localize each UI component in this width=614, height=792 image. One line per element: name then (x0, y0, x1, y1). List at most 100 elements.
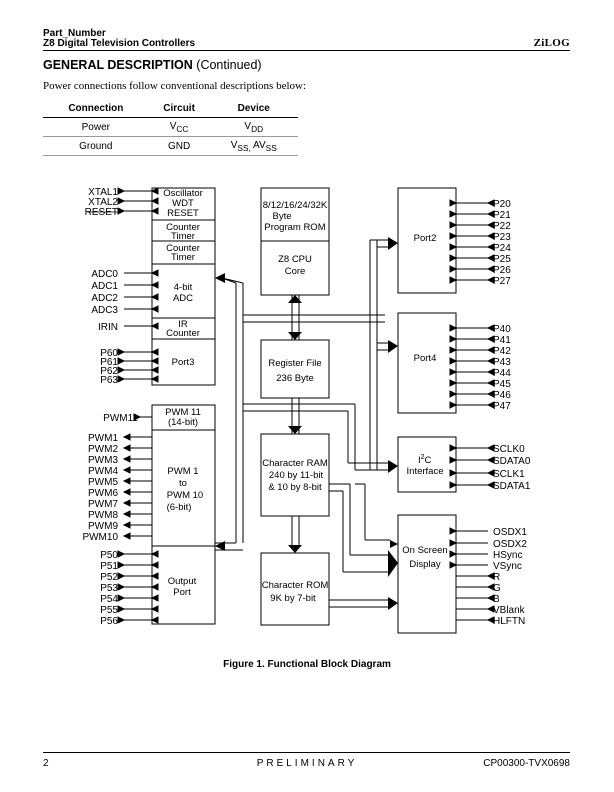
pin-b: B (493, 594, 500, 605)
cell-device-sub: DD (251, 124, 264, 134)
pin-arrow-p43 (449, 357, 495, 365)
pin-p43: P43 (493, 357, 511, 368)
part-number: Part_Number (43, 28, 106, 39)
pin-arrow-pwm8 (122, 510, 152, 518)
pin-arrow-p46 (449, 390, 495, 398)
pin-arrow-p61 (117, 357, 159, 365)
pin-arrow-p62 (117, 366, 159, 374)
oscillator-label: Oscillator (163, 188, 203, 199)
pin-arrow-hsync (449, 550, 488, 558)
pwm-bits-label: (6-bit) (167, 502, 192, 513)
pin-p40: P40 (493, 324, 511, 335)
document-number: CP00300-TVX0698 (483, 758, 570, 769)
cell-circuit-sub: CC (176, 124, 189, 134)
port2-block (397, 187, 457, 294)
section-title: GENERAL DESCRIPTION (43, 58, 193, 72)
pin-arrow-hlftn (456, 616, 495, 624)
register-size-label: 236 Byte (276, 373, 314, 384)
pin-arrow-p23 (449, 232, 495, 240)
cell-circuit: VCC (148, 117, 210, 137)
pin-p27: P27 (493, 276, 511, 287)
pin-arrow-p22 (449, 221, 495, 229)
cell-device: VDD (209, 117, 298, 137)
rom-byte-label: Byte (272, 211, 291, 222)
timer1-label: Timer (171, 231, 195, 242)
pin-arrow-osdx2 (449, 539, 488, 547)
pin-arrow-p21 (449, 210, 495, 218)
pin-p50: P50 (100, 550, 118, 561)
i2c-interface-label: Interface (407, 466, 444, 477)
pin-arrow-p44 (449, 368, 495, 376)
pin-sclk1: SCLK1 (493, 469, 525, 480)
char-ram-size2-label: & 10 by 8-bit (268, 482, 322, 493)
pin-p63: P63 (100, 375, 118, 386)
program-rom-label: Program ROM (264, 222, 325, 233)
wdt-label: WDT (172, 198, 194, 209)
pin-hsync: HSync (493, 550, 522, 561)
adc-bits-label: 4-bit (174, 282, 193, 293)
pin-arrow-sclk0 (449, 444, 495, 452)
ir-counter-label: Counter (166, 328, 200, 339)
cell-circuit: GND (148, 136, 210, 156)
i2c-block (397, 436, 457, 493)
port4-label: Port4 (414, 353, 437, 364)
pin-osdx1: OSDX1 (493, 527, 527, 538)
pin-g: G (493, 583, 501, 594)
cell-device-sub: SS, (237, 143, 251, 153)
pin-arrow-p20 (449, 199, 495, 207)
char-rom-size-label: 9K by 7-bit (270, 593, 316, 604)
preliminary-label: PRELIMINARY (256, 758, 358, 769)
pin-arrow-b (456, 594, 495, 602)
pin-arrow-pwm1 (122, 433, 152, 441)
pin-arrow-pwm11 (133, 413, 152, 421)
pin-arrow-osdx1 (449, 527, 488, 535)
page-number: 2 (43, 758, 49, 769)
pin-arrow-pwm7 (122, 499, 152, 507)
pin-arrow-p51 (117, 561, 159, 569)
pin-arrow-sdata1 (449, 481, 495, 489)
pin-p23: P23 (493, 232, 511, 243)
cell-device: VSS, AVSS (209, 136, 298, 156)
char-rom-label: Character ROM (262, 580, 329, 591)
pin-arrow-adc0 (124, 269, 159, 277)
pin-hlftn: HLFTN (493, 616, 525, 627)
pin-arrow-p41 (449, 335, 495, 343)
output-label: Output (168, 576, 197, 587)
pin-pwm8: PWM8 (88, 510, 118, 521)
pwm-to-label: to (179, 478, 187, 489)
pin-vsync: VSync (493, 561, 522, 572)
pin-xtal1: XTAL1 (88, 187, 118, 198)
counter2-label: Counter (166, 243, 200, 254)
pin-pwm3: PWM3 (88, 455, 118, 466)
header-rule (43, 50, 570, 51)
section-heading: GENERAL DESCRIPTION (Continued) (43, 58, 262, 72)
pin-p62: P62 (100, 366, 118, 377)
pin-pwm5: PWM5 (88, 477, 118, 488)
port2-label: Port2 (414, 233, 437, 244)
port3-label: Port3 (172, 357, 195, 368)
pin-osdx2: OSDX2 (493, 539, 527, 550)
pin-p52: P52 (100, 572, 118, 583)
pin-p45: P45 (493, 379, 511, 390)
pin-arrow-p40 (449, 324, 495, 332)
register-file-label: Register File (268, 358, 321, 369)
pin-arrow-r (456, 572, 495, 580)
pin-arrow-pwm4 (122, 466, 152, 474)
pin-arrow-p42 (449, 346, 495, 354)
pin-arrow-p24 (449, 243, 495, 251)
pwm11-label: PWM 11 (165, 407, 201, 418)
pin-pwm1: PWM1 (88, 433, 118, 444)
pin-sdata0: SDATA0 (493, 456, 531, 467)
pin-r: R (493, 572, 500, 583)
pin-p25: P25 (493, 254, 511, 265)
cell-circuit-main: V (169, 121, 177, 132)
pin-arrow-pwm2 (122, 444, 152, 452)
pin-p22: P22 (493, 221, 511, 232)
pin-p51: P51 (100, 561, 118, 572)
pin-arrow-p54 (117, 594, 159, 602)
adc-label: ADC (173, 293, 193, 304)
pin-p26: P26 (493, 265, 511, 276)
pwm11-bits-label: (14-bit) (168, 417, 198, 428)
pin-adc3: ADC3 (91, 305, 118, 316)
pin-p56: P56 (100, 616, 118, 627)
